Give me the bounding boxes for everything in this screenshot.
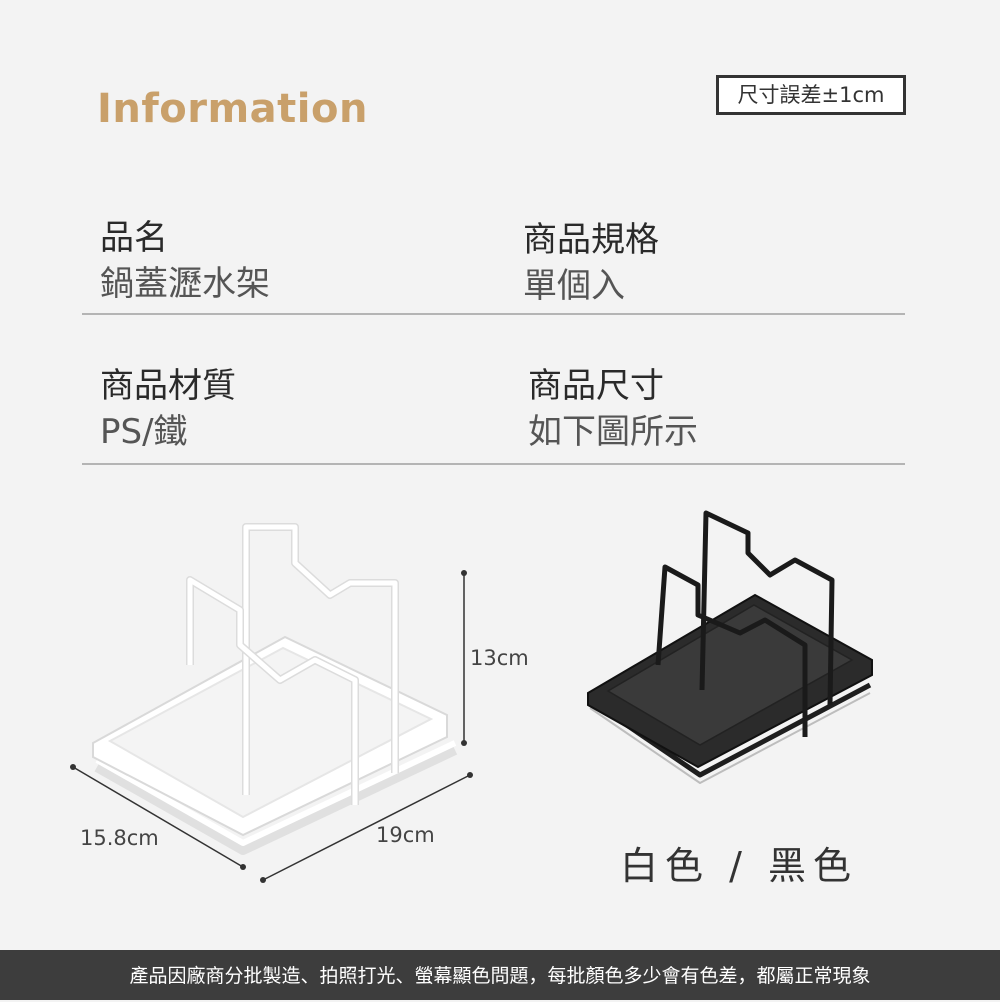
- spec-value-name: 鍋蓋瀝水架: [100, 264, 270, 304]
- page-title: Information: [97, 86, 368, 132]
- spec-value-material: PS/鐵: [100, 412, 188, 452]
- spec-label-size: 商品尺寸: [528, 366, 664, 406]
- color-options-label: 白色 / 黑色: [620, 844, 858, 888]
- divider-1: [82, 313, 905, 315]
- spec-value-size: 如下圖所示: [528, 412, 698, 452]
- spec-label-name: 品名: [100, 218, 168, 258]
- divider-2: [82, 463, 905, 465]
- spec-label-material: 商品材質: [100, 366, 236, 406]
- width-dimension-label: 19cm: [376, 823, 435, 847]
- tolerance-badge: 尺寸誤差±1cm: [716, 75, 906, 115]
- spec-value-spec: 單個入: [523, 266, 625, 306]
- footer-disclaimer: 產品因廠商分批製造、拍照打光、螢幕顯色問題，每批顏色多少會有色差，都屬正常現象: [0, 950, 1000, 1000]
- depth-dimension-label: 15.8cm: [80, 826, 159, 850]
- height-dimension-label: 13cm: [470, 646, 529, 670]
- white-rack-image: [70, 523, 473, 883]
- spec-label-spec: 商品規格: [523, 220, 659, 260]
- black-rack-image: [587, 510, 873, 784]
